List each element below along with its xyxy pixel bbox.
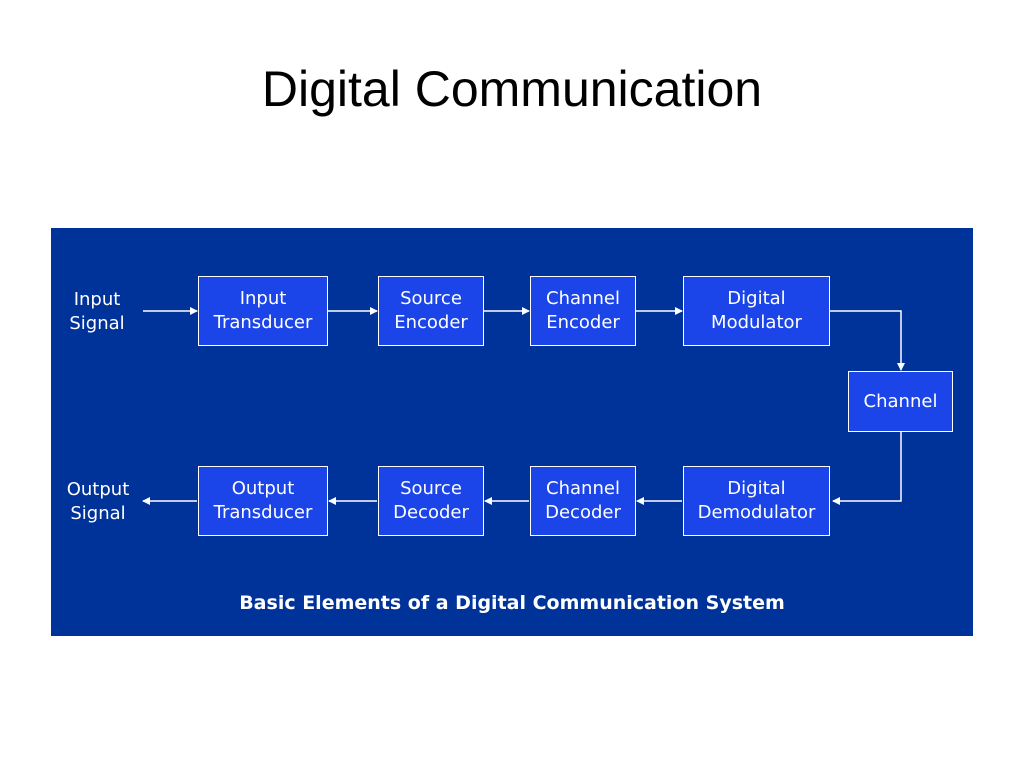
digital-modulator-block: Digital Modulator — [683, 276, 830, 346]
output-transducer-block: Output Transducer — [198, 466, 328, 536]
input-transducer-block: Input Transducer — [198, 276, 328, 346]
output-signal-label: Output Signal — [66, 479, 130, 524]
diagram-caption: Basic Elements of a Digital Communicatio… — [239, 592, 785, 614]
digital-demodulator-block: Digital Demodulator — [683, 466, 830, 536]
source-encoder-block: Source Encoder — [378, 276, 484, 346]
block-diagram-panel: Input Signal Output Signal Input Transdu… — [51, 228, 973, 636]
arrow-modulator-to-channel — [830, 310, 905, 371]
channel-decoder-block: Channel Decoder — [530, 466, 636, 536]
source-decoder-block: Source Decoder — [378, 466, 484, 536]
input-signal-label: Input Signal — [69, 289, 125, 334]
channel-encoder-block: Channel Encoder — [530, 276, 636, 346]
slide-title: Digital Communication — [261, 61, 763, 117]
channel-block: Channel — [848, 371, 953, 432]
signal-flow-arrows — [142, 307, 905, 505]
arrow-channel-to-demodulator — [832, 432, 902, 505]
